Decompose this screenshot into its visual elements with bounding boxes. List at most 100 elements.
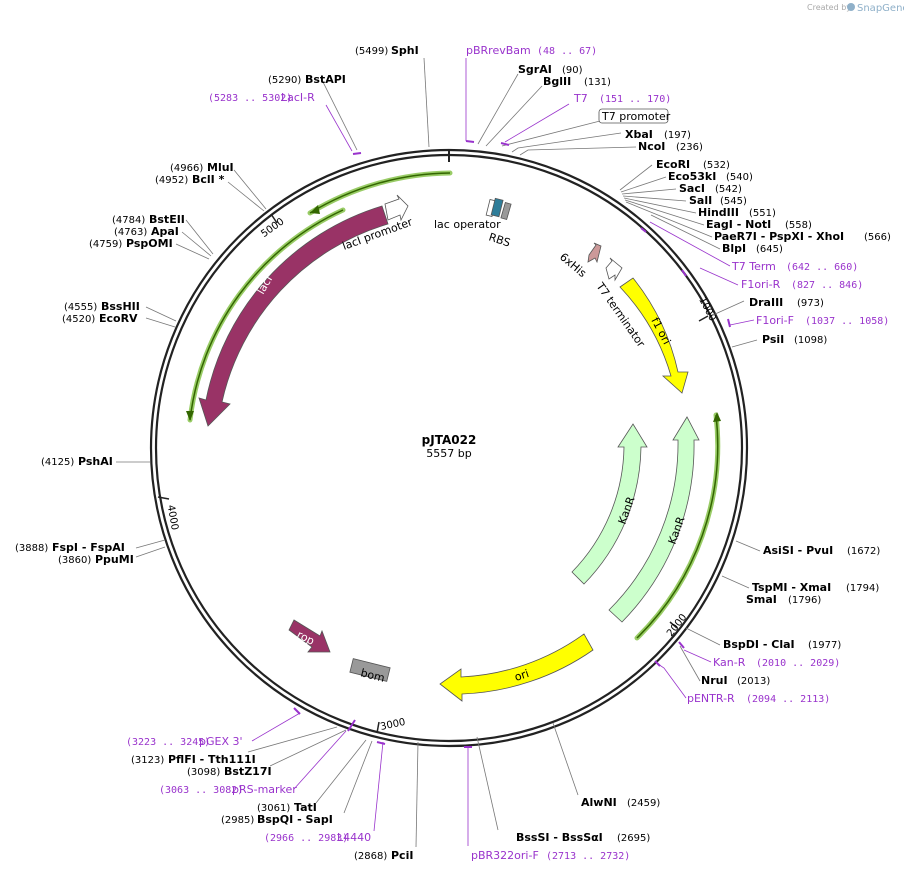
primer-pos-F1ori-R: (827 .. 846): [791, 280, 863, 291]
enzyme-DraIII: DraIII: [749, 296, 783, 309]
enzyme-PpuMI: PpuMI: [95, 553, 134, 566]
primer-pos-T7-Term: (642 .. 660): [786, 262, 858, 273]
primer-pBRrevBam: pBRrevBam: [466, 44, 531, 57]
backbone: [149, 148, 749, 748]
enzyme-SalI: SalI: [689, 194, 712, 207]
tick-5000: 5000: [259, 216, 286, 240]
enzyme-FspI-FspAI: FspI - FspAI: [52, 541, 125, 554]
plasmid-name: pJTA022: [422, 433, 477, 447]
enzyme-BspDI-ClaI: BspDI - ClaI: [723, 638, 795, 651]
primer-pos-pGEX: (3223 .. 3245): [126, 737, 210, 748]
primer-pos-LacI-R: (5283 .. 5302): [208, 93, 292, 104]
enzyme-BstAPI: BstAPI: [305, 73, 346, 86]
enzyme-XbaI: XbaI: [625, 128, 653, 141]
enzyme-PflFI-Tth111I: PflFI - Tth111I: [168, 753, 256, 766]
rop-feature: rop: [288, 619, 331, 653]
pos-PaeR7I-PspXI-XhoI: (566): [864, 232, 891, 243]
enzyme-labels: (5499) SphI SgrAI (90) BglII (131) XbaI …: [15, 44, 891, 862]
enzyme-connectors: [116, 57, 761, 848]
pos-BssHII: (4555): [64, 302, 97, 313]
pos-BlpI: (645): [756, 244, 783, 255]
enzyme-TatI: TatI: [294, 801, 317, 814]
enzyme-BstEII: BstEII: [149, 213, 185, 226]
plasmid-length: 5557 bp: [426, 447, 471, 460]
pos-NruI: (2013): [737, 676, 770, 687]
orf-arcs: [186, 170, 721, 641]
enzyme-HindIII: HindIII: [698, 206, 739, 219]
enzyme-Eco53kI: Eco53kI: [668, 170, 716, 183]
pos-SphI: (5499): [355, 46, 388, 57]
pos-MluI: (4966): [170, 163, 203, 174]
lac-operator-label: lac operator: [434, 218, 501, 231]
t7-promoter-label-box: T7 promoter: [598, 108, 671, 124]
ori-label: ori: [513, 667, 531, 684]
pos-NcoI: (236): [676, 142, 703, 153]
enzyme-SphI: SphI: [391, 44, 419, 57]
ori-feature: ori: [439, 633, 594, 702]
enzyme-NruI: NruI: [701, 674, 728, 687]
primer-pos-pBR322ori-F: (2713 .. 2732): [546, 851, 630, 862]
his-tag-feature: 6xHis: [557, 242, 602, 280]
primer-F1ori-F: F1ori-F: [756, 314, 794, 327]
primer-pBR322ori-F: pBR322ori-F: [471, 849, 539, 862]
enzyme-BssSI-BssSaI: BssSI - BssSαI: [516, 831, 603, 844]
lac-operator-feature: lac operator RBS: [434, 197, 512, 250]
credit-prefix: Created by: [807, 3, 851, 12]
pos-EagI-NotI: (558): [785, 220, 812, 231]
pos-PciI: (2868): [354, 851, 387, 862]
enzyme-NcoI: NcoI: [638, 140, 665, 153]
primer-pRS-marker: pRS-marker: [232, 783, 297, 796]
kanR-feature-a: KanR: [571, 423, 648, 585]
tick-1000: 1000: [696, 296, 718, 324]
primer-T7-Term: T7 Term: [731, 260, 776, 273]
primer-pENTR-R: pENTR-R: [687, 692, 735, 705]
enzyme-MluI: MluI: [207, 161, 234, 174]
pos-EcoRI: (532): [703, 160, 730, 171]
primer-pos-L4440: (2966 .. 2983): [264, 833, 348, 844]
pos-BstAPI: (5290): [268, 75, 301, 86]
pos-DraIII: (973): [797, 298, 824, 309]
enzyme-PspOMI: PspOMI: [126, 237, 173, 250]
enzyme-EcoRI: EcoRI: [656, 158, 690, 171]
snapgene-logo-icon: [847, 3, 855, 11]
enzyme-PshAI: PshAI: [78, 455, 113, 468]
pos-PspOMI: (4759): [89, 239, 122, 250]
pos-AlwNI: (2459): [627, 798, 660, 809]
pos-BstEII: (4784): [112, 215, 145, 226]
pos-BssSI-BssSaI: (2695): [617, 833, 650, 844]
pos-FspI-FspAI: (3888): [15, 543, 48, 554]
pos-BclI: (4952): [155, 175, 188, 186]
enzyme-BstZ17I: BstZ17I: [224, 765, 272, 778]
enzyme-SacI: SacI: [679, 182, 705, 195]
primer-pos-pRS-marker: (3063 .. 3082): [159, 785, 243, 796]
pos-SacI: (542): [715, 184, 742, 195]
tick-4000: 4000: [165, 504, 180, 531]
pos-PshAI: (4125): [41, 457, 74, 468]
enzyme-AlwNI: AlwNI: [581, 796, 617, 809]
enzyme-ApaI: ApaI: [151, 225, 179, 238]
pos-ApaI: (4763): [114, 227, 147, 238]
rbs-label: RBS: [487, 230, 512, 249]
tick-3000: 3000: [379, 717, 406, 733]
primer-pos-F1ori-F: (1037 .. 1058): [805, 316, 889, 327]
primer-pos-Kan-R: (2010 .. 2029): [756, 658, 840, 669]
primer-pGEX: pGEX 3': [199, 735, 243, 748]
pos-EcoRV: (4520): [62, 314, 95, 325]
enzyme-BssHII: BssHII: [101, 300, 140, 313]
pos-SgrAI: (90): [562, 65, 583, 76]
pos-AsiSI-PvuI: (1672): [847, 546, 880, 557]
enzyme-AsiSI-PvuI: AsiSI - PvuI: [763, 544, 833, 557]
pos-BspQI-SapI: (2985): [221, 815, 254, 826]
primer-T7: T7: [573, 92, 588, 105]
enzyme-BspQI-SapI: BspQI - SapI: [257, 813, 333, 826]
primer-pos-pBRrevBam: (48 .. 67): [537, 46, 597, 57]
pos-HindIII: (551): [749, 208, 776, 219]
enzyme-SmaI: SmaI: [746, 593, 777, 606]
pos-BstZ17I: (3098): [187, 767, 220, 778]
tick-2000: 2000: [665, 612, 689, 639]
pos-PflFI-Tth111I: (3123): [131, 755, 164, 766]
pos-Eco53kI: (540): [726, 172, 753, 183]
primer-labels: pBRrevBam (48 .. 67) T7 (151 .. 170) T7 …: [126, 44, 889, 862]
pos-PpuMI: (3860): [58, 555, 91, 566]
